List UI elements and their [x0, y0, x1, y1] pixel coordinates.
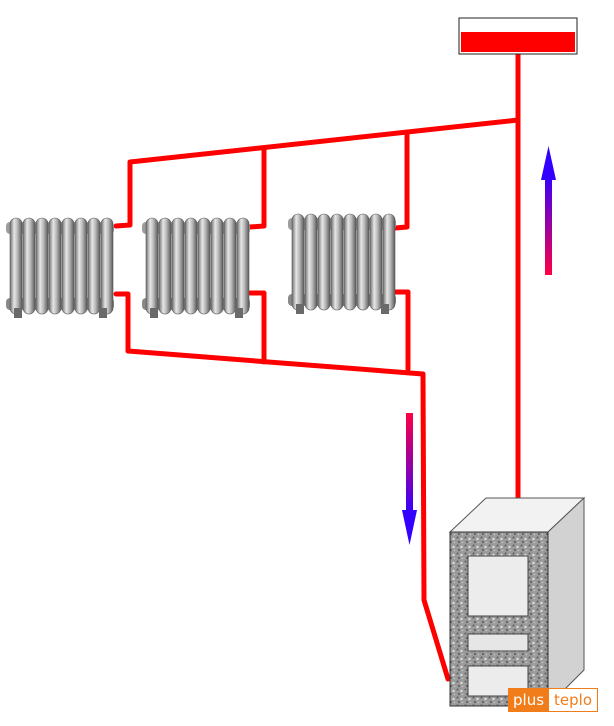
- return-main-pipe: [113, 291, 426, 377]
- radiator-icon: [141, 217, 251, 319]
- flow-arrow-icon: [402, 413, 417, 545]
- boiler-icon: [448, 496, 586, 708]
- return-down-pipe: [420, 371, 451, 682]
- supply-drop-pipe-2: [247, 145, 267, 230]
- supply-drop-pipe-3: [392, 131, 410, 231]
- plusteplo-logo: plus teplo: [508, 688, 598, 712]
- radiator-icon: [287, 213, 397, 315]
- flow-arrow-icon: [541, 146, 556, 275]
- return-connect-pipe-3: [392, 289, 411, 372]
- supply-main-pipe: [113, 117, 521, 229]
- expansion-tank-icon: [458, 17, 578, 55]
- return-connect-pipe-2: [247, 290, 267, 365]
- pipes: [113, 49, 521, 682]
- logo-part-teplo: teplo: [549, 688, 598, 712]
- radiator-icon: [5, 217, 115, 319]
- logo-part-plus: plus: [508, 688, 550, 712]
